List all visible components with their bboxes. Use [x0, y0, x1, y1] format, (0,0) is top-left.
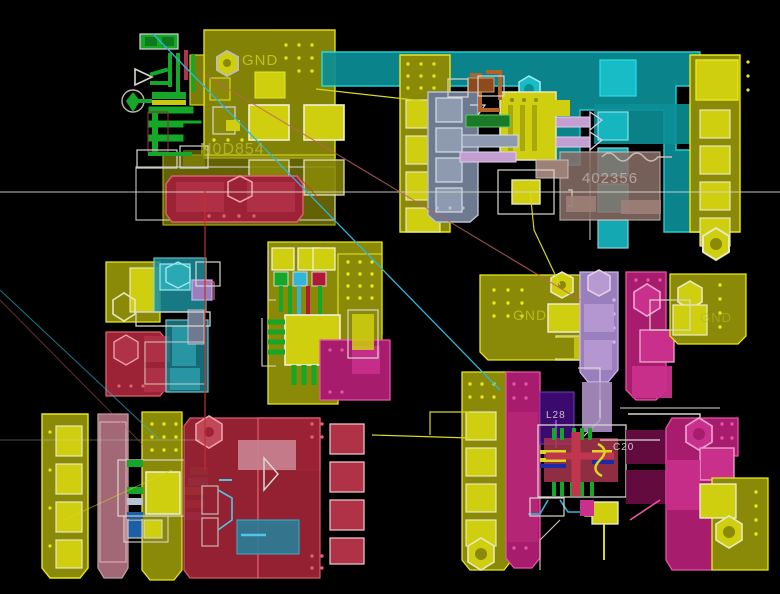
footprint-crimson-top[interactable] — [165, 175, 304, 223]
footprint-bottom-crimson[interactable] — [183, 415, 365, 579]
footprint-center-ic[interactable] — [261, 241, 391, 405]
footprint-bottom-far-right[interactable] — [539, 417, 769, 571]
footprint-gnd-olive-right[interactable] — [649, 273, 747, 345]
footprint-yellow-ic-tr[interactable] — [447, 70, 604, 163]
footprint-violet-connector[interactable] — [578, 269, 619, 441]
footprint-bottom-right-strips[interactable] — [461, 371, 541, 571]
footprint-midleft-cluster[interactable] — [105, 257, 221, 397]
footprint-dense-ic[interactable] — [528, 400, 701, 560]
green-trace-cluster[interactable] — [121, 33, 209, 169]
footprint-magenta-connector[interactable] — [625, 271, 675, 401]
board-guide-lines — [0, 191, 780, 441]
footprint-olive-right-strip[interactable] — [689, 54, 750, 262]
ratsnest-airwires[interactable] — [0, 33, 581, 521]
footprint-gnd-olive-mid[interactable] — [479, 271, 587, 361]
footprint-taupe-402356[interactable] — [497, 151, 672, 221]
